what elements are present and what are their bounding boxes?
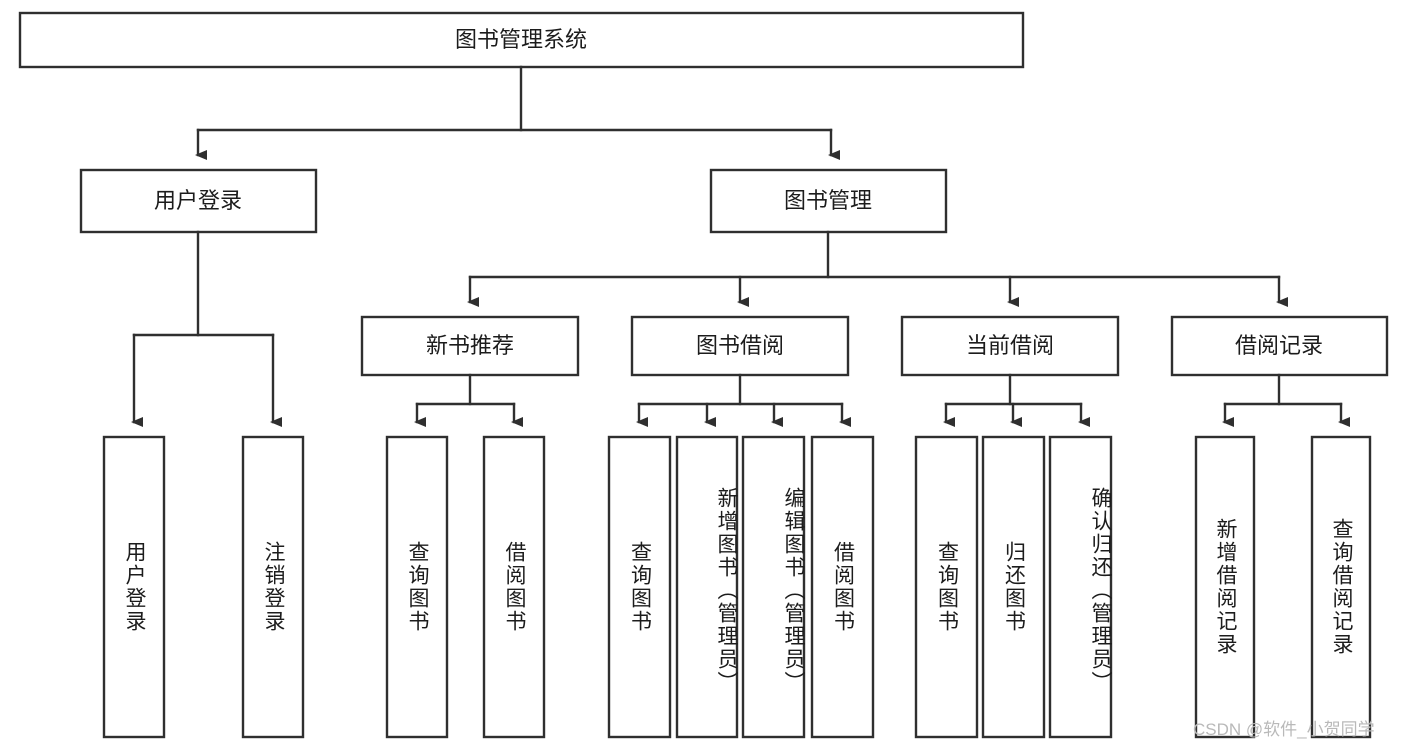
node-current-borrow-rect [900, 315, 1120, 377]
connector-current-borrow-to-leaves [943, 373, 1090, 427]
leaf-rect-edit-book-admin[interactable] [741, 435, 806, 739]
leaf-label-query-book-1: 查询图书 [406, 541, 430, 633]
leaf-label-add-book-admin: 新增图书（管理员） [715, 486, 738, 694]
connector-book-borrow-to-leaves [636, 373, 851, 427]
leaf-label-query-book-3: 查询图书 [935, 541, 959, 633]
connector-book-management-to-level3 [467, 230, 1288, 307]
leaf-rect-borrow-book-1[interactable] [482, 435, 546, 739]
node-book-management[interactable]: 图书管理 [709, 168, 948, 234]
leaf-label-edit-book-admin: 编辑图书（管理员） [782, 486, 805, 694]
node-borrow-record[interactable]: 借阅记录 [1170, 315, 1389, 377]
node-user-login-label: 用户登录 [154, 188, 242, 213]
leaf-rect-add-borrow-record[interactable] [1194, 435, 1256, 739]
leaf-label-confirm-return-admin: 确认归还（管理员） [1089, 486, 1112, 694]
leaf-rect-logout[interactable] [241, 435, 305, 739]
node-borrow-record-label: 借阅记录 [1235, 333, 1323, 358]
node-new-book-recommend-label: 新书推荐 [426, 333, 514, 358]
leaf-label-borrow-book-2: 借阅图书 [831, 541, 855, 633]
connector-user-login-to-leaves [131, 230, 282, 427]
leaf-label-borrow-book-1: 借阅图书 [503, 541, 527, 633]
node-new-book-recommend-rect [360, 315, 580, 377]
leaf-label-user-login: 用户登录 [123, 541, 147, 633]
leaf-rect-add-book-admin[interactable] [675, 435, 739, 739]
node-book-borrow-label: 图书借阅 [696, 333, 784, 358]
connector-root-to-level2 [195, 65, 840, 160]
node-root-rect [18, 11, 1025, 69]
leaf-label-add-borrow-record: 新增借阅记录 [1214, 518, 1238, 656]
node-current-borrow-label: 当前借阅 [966, 333, 1054, 358]
leaf-label-logout: 注销登录 [262, 541, 286, 633]
connector-borrow-record-to-leaves [1222, 373, 1350, 427]
node-book-management-label: 图书管理 [784, 188, 872, 213]
node-root-label: 图书管理系统 [455, 27, 587, 52]
node-book-borrow[interactable]: 图书借阅 [630, 315, 850, 377]
leaf-label-query-borrow-record: 查询借阅记录 [1330, 518, 1354, 656]
leaf-rect-confirm-return-admin[interactable] [1048, 435, 1113, 739]
connector-new-book-recommend-to-leaves [414, 373, 523, 427]
leaf-rect-query-borrow-record[interactable] [1310, 435, 1372, 739]
leaf-rect-query-book-2[interactable] [607, 435, 672, 739]
leaf-label-return-book: 归还图书 [1002, 541, 1026, 633]
leaf-rect-user-login[interactable] [102, 435, 166, 739]
leaf-rect-borrow-book-2[interactable] [810, 435, 875, 739]
leaf-rect-return-book[interactable] [981, 435, 1046, 739]
node-user-login-rect [79, 168, 318, 234]
node-borrow-record-rect [1170, 315, 1389, 377]
node-current-borrow[interactable]: 当前借阅 [900, 315, 1120, 377]
leaf-rects [102, 435, 1372, 739]
leaf-label-query-book-2: 查询图书 [628, 541, 652, 633]
leaf-rect-query-book-1[interactable] [385, 435, 449, 739]
node-new-book-recommend[interactable]: 新书推荐 [360, 315, 580, 377]
node-user-login[interactable]: 用户登录 [79, 168, 318, 234]
node-book-borrow-rect [630, 315, 850, 377]
node-root[interactable]: 图书管理系统 [18, 11, 1025, 69]
csdn-watermark: CSDN @软件_小贺同学 [1193, 720, 1375, 739]
leaf-rect-query-book-3[interactable] [914, 435, 979, 739]
